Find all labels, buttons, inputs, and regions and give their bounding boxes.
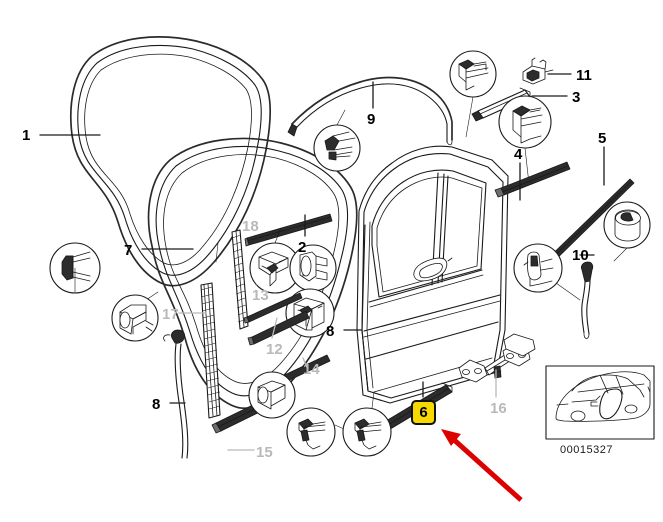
part-label-5: 5	[598, 130, 607, 147]
detail-bubble-10	[513, 243, 581, 301]
detail-bubble-4	[498, 95, 552, 185]
leader-lines	[39, 73, 605, 451]
roof-drip-moulding-part-9	[287, 76, 453, 146]
pillar-seal-part-17	[200, 282, 221, 419]
part-label-7: 7	[124, 242, 133, 259]
part-label-13: 13	[252, 287, 269, 304]
part-label-2: 2	[298, 239, 307, 256]
hose-part-10	[580, 261, 594, 339]
door-seal-part-1	[69, 36, 272, 287]
part-label-11: 11	[576, 67, 592, 84]
detail-bubble-2	[289, 244, 337, 292]
detail-bubble-9	[313, 109, 361, 172]
vehicle-inset-illustration	[545, 365, 655, 440]
part-label-15: 15	[256, 444, 273, 461]
belt-moulding-part-2	[244, 213, 333, 247]
detail-bubble-6a	[286, 407, 363, 457]
detail-bubble-5	[603, 201, 651, 262]
detail-bubble-14	[285, 288, 335, 338]
clip-part-11	[522, 57, 554, 85]
part-label-9: 9	[367, 111, 376, 128]
door-check-strap-part-16	[458, 333, 536, 383]
moulding-strip-part-12	[247, 310, 310, 346]
detail-bubble-6b	[342, 391, 392, 457]
detail-bubble-15	[248, 371, 296, 419]
part-label-4: 4	[514, 146, 523, 163]
moulding-strip-part-13	[243, 292, 303, 324]
part-label-1: 1	[22, 127, 31, 144]
part-label-10: 10	[572, 247, 589, 264]
detail-bubble-17	[111, 291, 159, 342]
part-label-17: 17	[162, 306, 179, 323]
highlighted-part-number-6[interactable]: 6	[411, 400, 436, 425]
part-label-12: 12	[266, 341, 283, 358]
window-guide-part-18	[231, 229, 249, 330]
rear-door-panel-main	[356, 145, 509, 404]
detail-bubble-11	[449, 50, 497, 138]
detail-bubble-18	[249, 227, 301, 294]
annotation-arrow	[441, 429, 523, 502]
drain-hose-part-8	[163, 329, 189, 459]
part-label-3: 3	[572, 89, 581, 106]
part-label-14: 14	[303, 361, 320, 378]
part-label-16: 16	[490, 400, 507, 417]
inset-caption: 00015327	[560, 444, 613, 456]
part-label-8-lower: 8	[152, 396, 161, 413]
part-label-8-upper: 8	[326, 323, 335, 340]
part-label-18: 18	[242, 218, 259, 235]
belt-moulding-part-4	[494, 161, 571, 198]
